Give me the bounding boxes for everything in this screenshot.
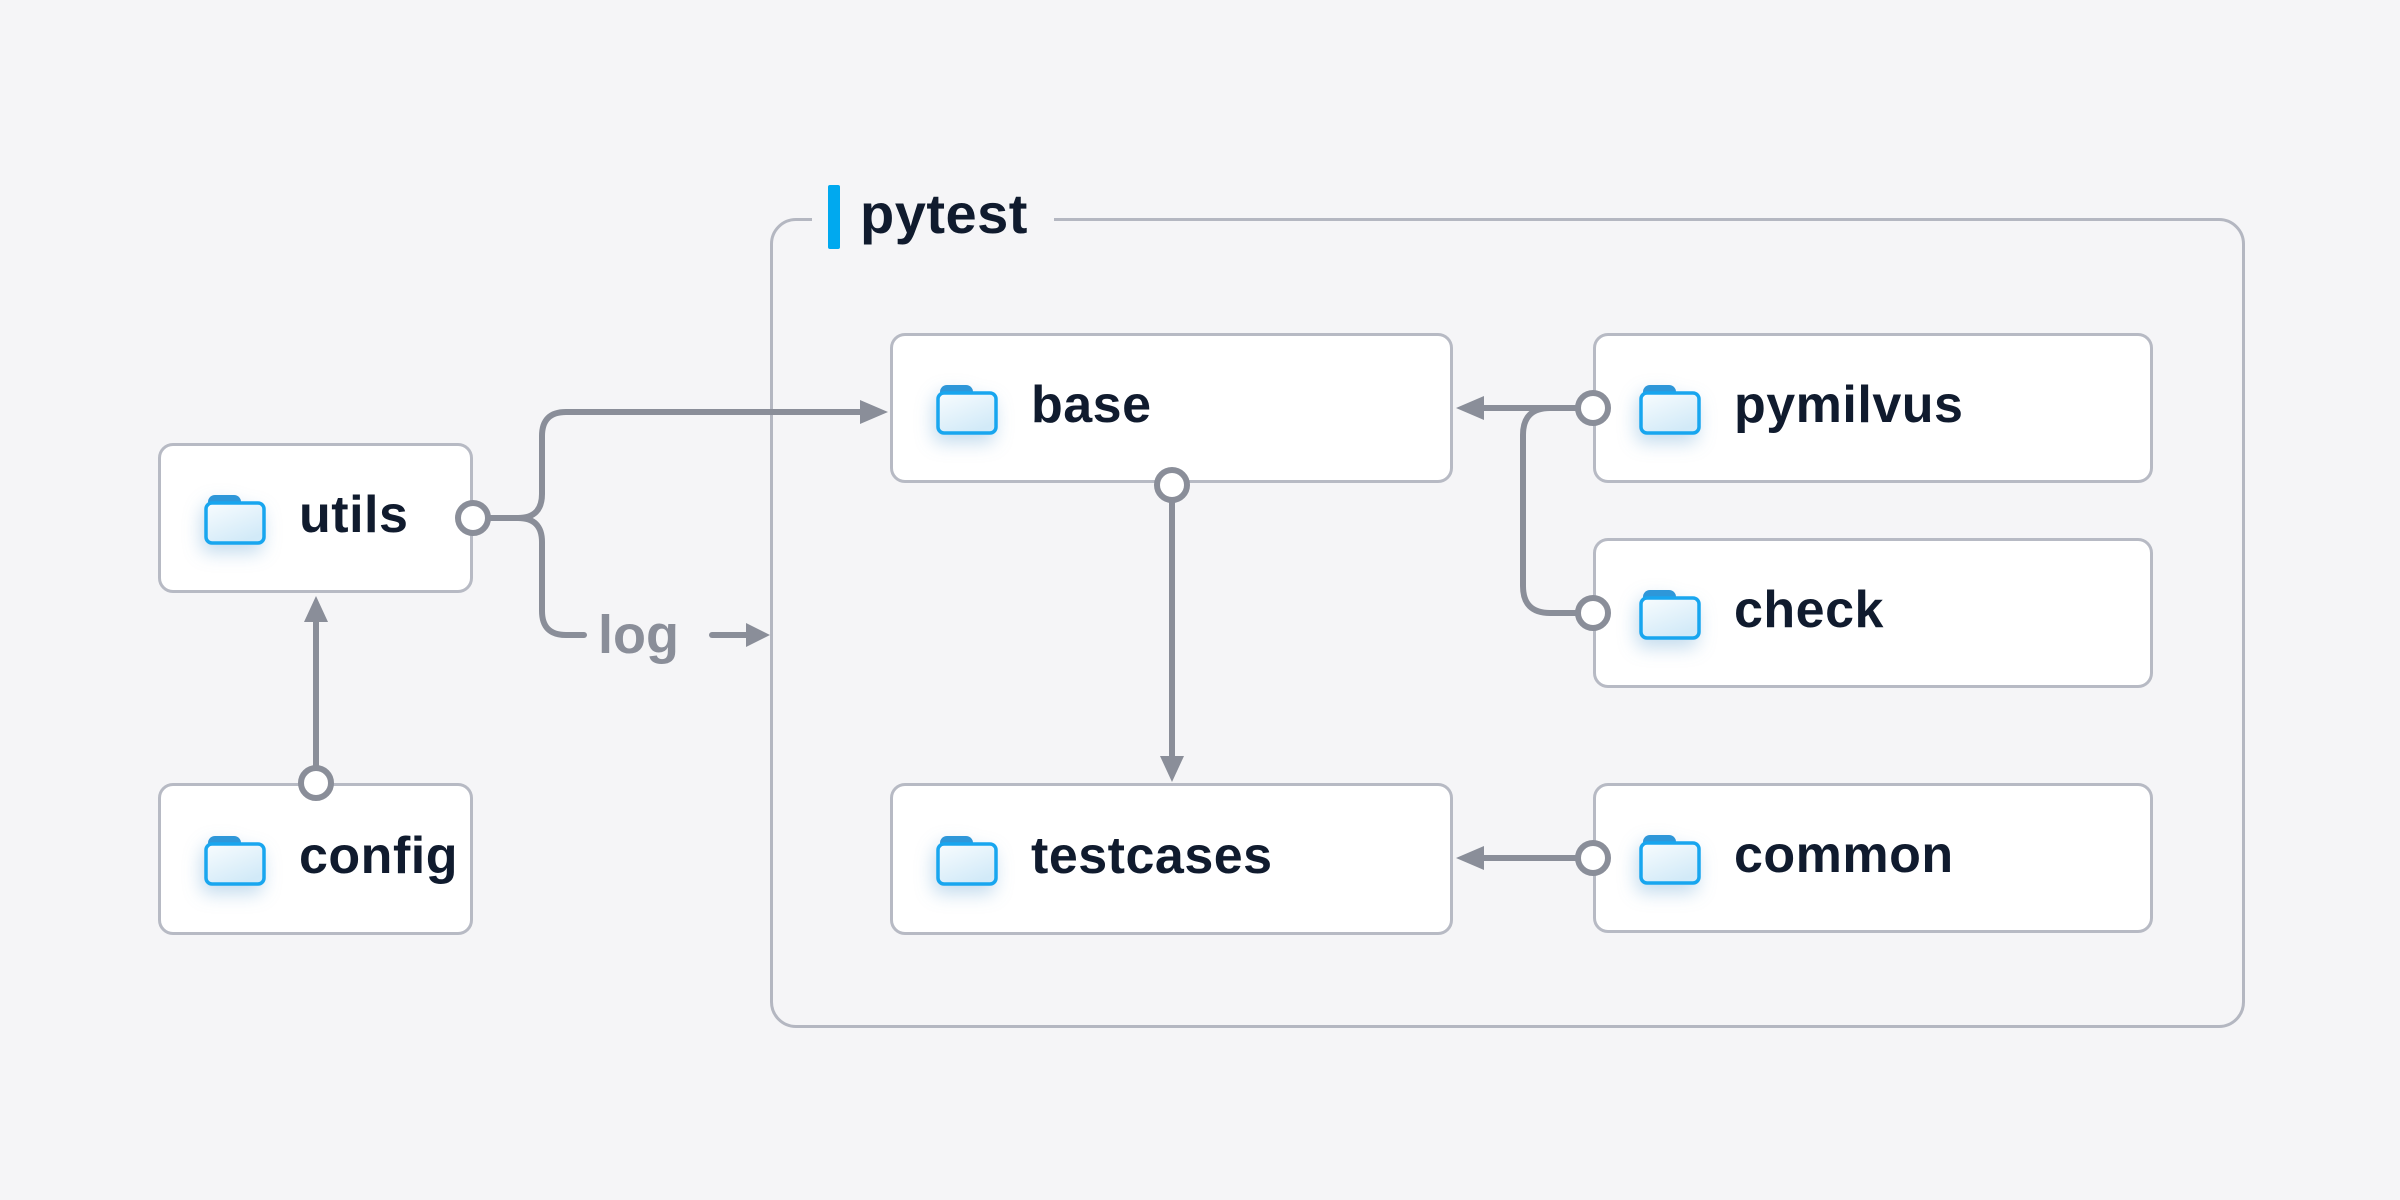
arrowhead-into-utils-bottom xyxy=(304,596,328,622)
folder-icon xyxy=(935,380,999,436)
node-common: common xyxy=(1593,783,2153,933)
folder-icon xyxy=(203,490,267,546)
node-config: config xyxy=(158,783,473,935)
node-label: utils xyxy=(299,486,409,544)
folder-icon xyxy=(1638,830,1702,886)
folder-icon xyxy=(203,831,267,887)
node-label: testcases xyxy=(1031,827,1273,885)
pytest-group-frame xyxy=(770,218,2245,1028)
edge-utils-log xyxy=(485,515,587,638)
node-label: pymilvus xyxy=(1734,376,1964,434)
pytest-group-label: pytest xyxy=(812,184,1054,250)
arrowhead-log xyxy=(746,623,770,647)
node-base: base xyxy=(890,333,1453,483)
edge-label-log: log xyxy=(598,605,679,665)
node-pymilvus: pymilvus xyxy=(1593,333,2153,483)
group-title: pytest xyxy=(860,182,1028,245)
folder-icon xyxy=(935,831,999,887)
folder-icon xyxy=(1638,380,1702,436)
node-label: base xyxy=(1031,376,1152,434)
node-label: config xyxy=(299,827,458,885)
node-label: check xyxy=(1734,581,1884,639)
node-utils: utils xyxy=(158,443,473,593)
node-check: check xyxy=(1593,538,2153,688)
node-label: common xyxy=(1734,826,1954,884)
node-testcases: testcases xyxy=(890,783,1453,935)
folder-icon xyxy=(1638,585,1702,641)
accent-bar xyxy=(828,185,840,249)
